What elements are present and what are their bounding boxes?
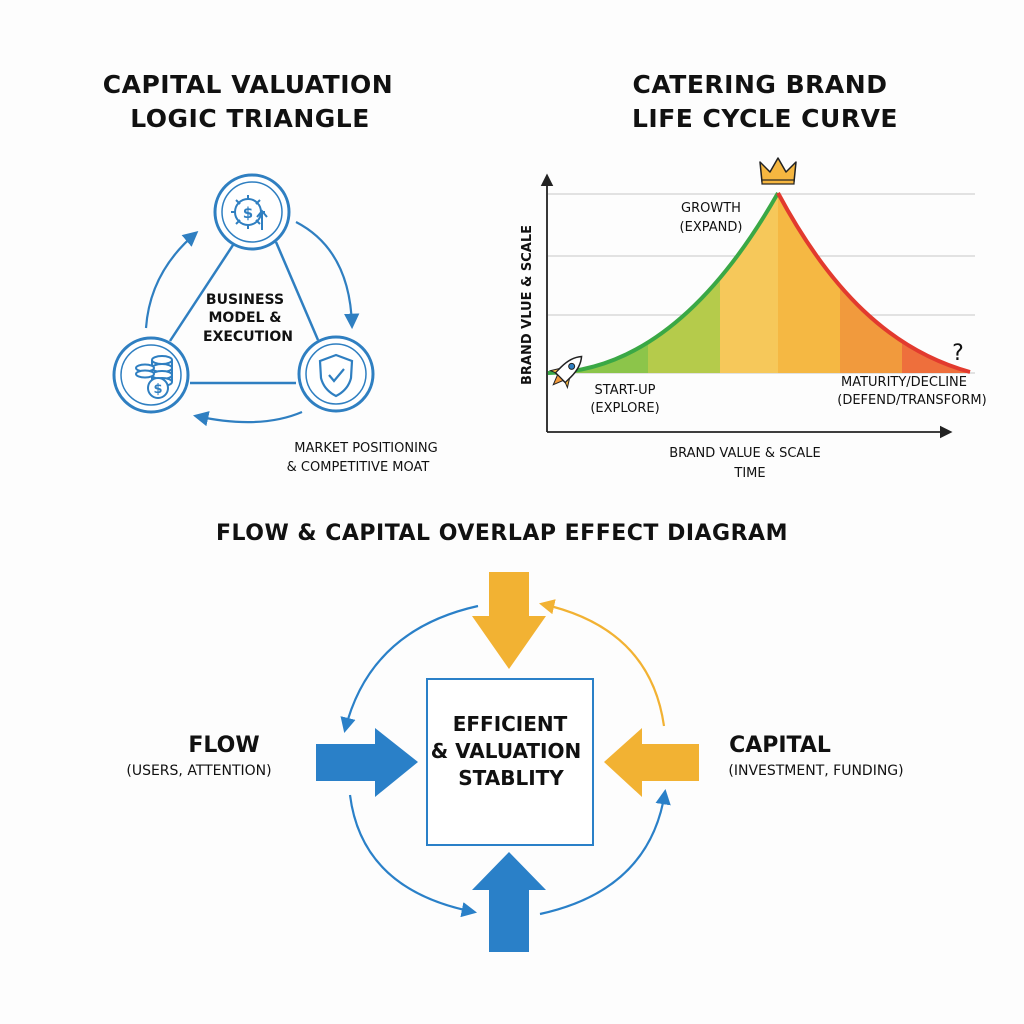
triangle-edge-right bbox=[274, 241, 320, 341]
lifecycle-title-line2: LIFE CYCLE CURVE bbox=[632, 104, 898, 133]
triangle-node-left: $ bbox=[112, 336, 190, 414]
stage-maturity-line2: (DEFEND/TRANSFORM) bbox=[837, 393, 986, 408]
center-box bbox=[426, 678, 594, 846]
stage-growth-line1: GROWTH bbox=[681, 201, 741, 216]
crown-icon bbox=[759, 157, 797, 185]
cycle-arrow-left bbox=[144, 231, 199, 329]
x-axis-label-line2: TIME bbox=[733, 466, 765, 481]
cycle-arc-top-right bbox=[538, 599, 666, 727]
overlap-panel: FLOW & CAPITAL OVERLAP EFFECT DIAGRAM EF… bbox=[126, 521, 904, 952]
stage-growth-line2: (EXPAND) bbox=[680, 220, 743, 235]
lifecycle-panel: CATERING BRAND LIFE CYCLE CURVE BRAND VL… bbox=[520, 70, 987, 481]
flow-subtitle: (USERS, ATTENTION) bbox=[126, 763, 271, 779]
overlap-title: FLOW & CAPITAL OVERLAP EFFECT DIAGRAM bbox=[216, 521, 788, 546]
triangle-edge-left bbox=[168, 241, 237, 342]
arrow-bottom-flow bbox=[472, 852, 546, 952]
triangle-center-line3: EXECUTION bbox=[203, 329, 293, 345]
triangle-center-line1: BUSINESS bbox=[206, 292, 284, 308]
valuation-triangle-panel: CAPITAL VALUATION LOGIC TRIANGLE $ bbox=[103, 70, 438, 475]
arrow-right-capital bbox=[604, 728, 699, 797]
stage-maturity-line1: MATURITY/DECLINE bbox=[841, 375, 967, 390]
y-axis-label: BRAND VLUE & SCALE bbox=[520, 225, 535, 385]
curve-band bbox=[840, 193, 902, 373]
arrow-top-capital bbox=[472, 572, 546, 669]
lifecycle-title-line1: CATERING BRAND bbox=[633, 70, 888, 99]
end-question-mark: ? bbox=[952, 341, 964, 366]
flow-title: FLOW bbox=[188, 733, 259, 758]
rocket-icon bbox=[548, 355, 583, 390]
triangle-caption-line1: MARKET POSITIONING bbox=[294, 441, 437, 456]
x-axis-label-line1: BRAND VALUE & SCALE bbox=[669, 446, 821, 461]
triangle-node-top: $ bbox=[213, 173, 291, 251]
cycle-arc-bottom-right bbox=[539, 788, 671, 916]
stage-startup-line2: (EXPLORE) bbox=[590, 401, 659, 416]
arrow-left-flow bbox=[316, 728, 418, 797]
triangle-title-line1: CAPITAL VALUATION bbox=[103, 70, 393, 99]
center-line2: & VALUATION bbox=[431, 739, 581, 763]
capital-title: CAPITAL bbox=[729, 733, 831, 758]
cycle-arrow-top-right bbox=[295, 221, 360, 330]
svg-text:$: $ bbox=[153, 382, 162, 397]
triangle-center-line2: MODEL & bbox=[208, 310, 281, 326]
gear-dollar-icon: $ bbox=[231, 195, 268, 230]
cycle-arc-top-left bbox=[340, 604, 479, 733]
center-line3: STABLITY bbox=[458, 766, 564, 790]
cycle-arc-bottom-left bbox=[348, 794, 478, 918]
svg-text:$: $ bbox=[243, 204, 253, 222]
center-line1: EFFICIENT bbox=[453, 712, 568, 736]
stage-startup-line1: START-UP bbox=[595, 383, 656, 398]
capital-subtitle: (INVESTMENT, FUNDING) bbox=[728, 763, 903, 779]
shield-check-icon bbox=[318, 353, 354, 398]
coin-stack-icon: $ bbox=[135, 355, 173, 399]
triangle-node-right bbox=[297, 335, 375, 413]
triangle-caption-line2: & COMPETITIVE MOAT bbox=[287, 460, 430, 475]
curve-fall-line bbox=[776, 192, 971, 374]
cycle-arrow-bottom bbox=[192, 410, 303, 427]
triangle-title-line2: LOGIC TRIANGLE bbox=[130, 104, 370, 133]
